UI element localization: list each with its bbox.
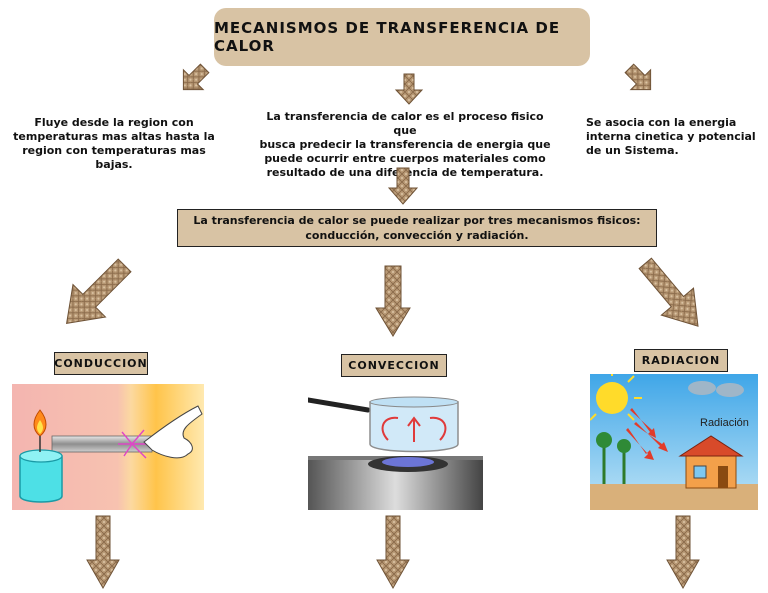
arrow-to-radiacion-icon [638, 257, 699, 327]
left-description: Fluye desde la region con temperaturas m… [8, 116, 220, 172]
arrow-top-left-icon [182, 63, 210, 91]
label-radiacion: RADIACION [634, 349, 728, 372]
radiation-illustration: Radiación [590, 374, 758, 510]
center-description-line: La transferencia de calor es el proceso … [266, 110, 544, 137]
left-description-line: temperaturas mas altas hasta la [13, 130, 215, 143]
conduction-illustration [12, 384, 204, 510]
arrow-to-conduccion-icon [65, 258, 132, 325]
arrow-center-down-icon [387, 167, 419, 205]
arrow-bottom-left-icon [86, 515, 120, 590]
right-description: Se asocia con la energia interna cinetic… [586, 116, 766, 158]
mechanisms-summary-box: La transferencia de calor se puede reali… [177, 209, 657, 247]
arrow-to-conveccion-icon [375, 265, 411, 337]
center-description-line: puede ocurrir entre cuerpos materiales c… [264, 152, 546, 165]
label-conveccion: CONVECCION [341, 354, 447, 377]
center-description: La transferencia de calor es el proceso … [255, 110, 555, 180]
mechanisms-summary-line: La transferencia de calor se puede reali… [193, 214, 641, 227]
arrow-top-center-icon [394, 73, 424, 105]
mechanisms-summary-line: conducción, convección y radiación. [305, 229, 529, 242]
right-description-line: interna cinetica y potencial [586, 130, 756, 143]
diagram-title: MECANISMOS DE TRANSFERENCIA DE CALOR [214, 8, 590, 66]
convection-illustration [308, 396, 483, 510]
center-description-line: busca predecir la transferencia de energ… [259, 138, 551, 151]
left-description-line: Fluye desde la region con [34, 116, 194, 129]
arrow-bottom-center-icon [376, 515, 410, 590]
left-description-line: region con temperaturas mas bajas. [22, 144, 206, 171]
right-description-line: de un Sistema. [586, 144, 679, 157]
arrow-top-right-icon [624, 63, 652, 91]
arrow-bottom-right-icon [666, 515, 700, 590]
label-conduccion: CONDUCCION [54, 352, 148, 375]
right-description-line: Se asocia con la energia [586, 116, 737, 129]
radiation-label: Radiación [700, 417, 749, 429]
